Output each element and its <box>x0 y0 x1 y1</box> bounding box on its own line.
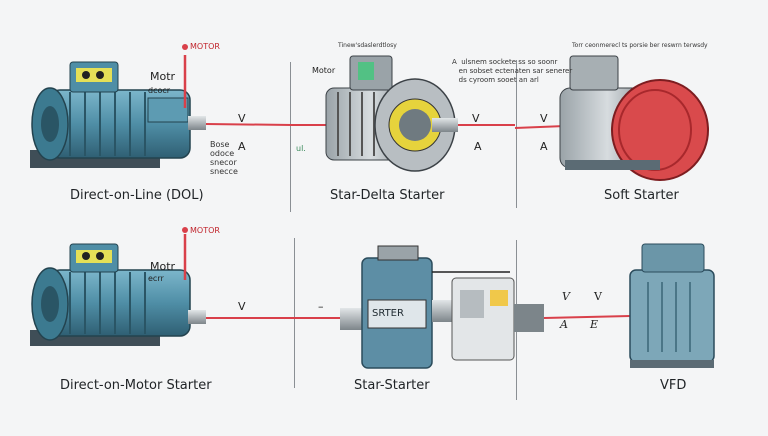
dol-small-label: dcocr <box>148 86 171 95</box>
soft-body-text: A ulsnem sockete ss so soonr en sobset e… <box>452 58 573 84</box>
star-box-label: SRTER <box>372 308 404 319</box>
star-delta-top-label: Tinew'sdaslerdtlosy <box>338 42 397 49</box>
dol-v-label: V <box>238 112 246 125</box>
soft-starter-motor-icon <box>514 55 709 181</box>
panel-divider-left-top <box>290 62 291 212</box>
caption-dom: Direct-on-Motor Starter <box>60 378 212 393</box>
star-delta-motor-icon <box>292 55 458 172</box>
dom-motor-label: MOTOR <box>190 226 220 235</box>
panel-divider-right-top <box>516 60 517 208</box>
dol-a-label: A <box>238 140 246 153</box>
star-starter-box-icon <box>294 245 452 369</box>
panel-divider-left-bottom <box>294 238 295 388</box>
dom-v-label: V <box>238 300 246 313</box>
vfd-e-label: E <box>590 318 599 331</box>
vfd-cabinet-icon <box>629 243 715 368</box>
caption-dol: Direct-on-Line (DOL) <box>70 188 204 203</box>
dol-motor-icon <box>30 61 206 168</box>
star-delta-small-label: ul. <box>296 144 306 153</box>
vfd-a-label: A <box>560 318 568 331</box>
soft-v-label: V <box>540 112 548 125</box>
caption-soft-starter: Soft Starter <box>604 188 679 203</box>
dol-side-text: Bose odoce snecor snecce <box>210 140 238 176</box>
dom-small-label: ecrr <box>148 274 164 283</box>
star-delta-v-label: V <box>472 112 480 125</box>
soft-a-label: A <box>540 140 548 153</box>
vfd-v1-label: V <box>562 290 570 303</box>
star-dash-label: – <box>318 300 324 313</box>
dol-motor-label: MOTOR <box>190 42 220 51</box>
dom-motr-label: Motr <box>150 260 176 273</box>
caption-star-starter: Star-Starter <box>354 378 430 393</box>
star-wire-icon <box>543 315 631 319</box>
star-delta-motor-label: Motor <box>312 66 336 75</box>
star-delta-a-label: A <box>474 140 482 153</box>
vfd-v2-label: V <box>594 290 602 303</box>
dol-motr-label: Motr <box>150 70 176 83</box>
contactor-icon <box>432 271 544 361</box>
dom-motor-icon <box>30 243 206 346</box>
dol-wire-icon <box>205 123 293 126</box>
caption-vfd: VFD <box>660 378 687 393</box>
caption-star-delta: Star-Delta Starter <box>330 188 445 203</box>
soft-top-label: Torr ceonmerecl ts porsie ber reswrn ter… <box>572 42 708 49</box>
